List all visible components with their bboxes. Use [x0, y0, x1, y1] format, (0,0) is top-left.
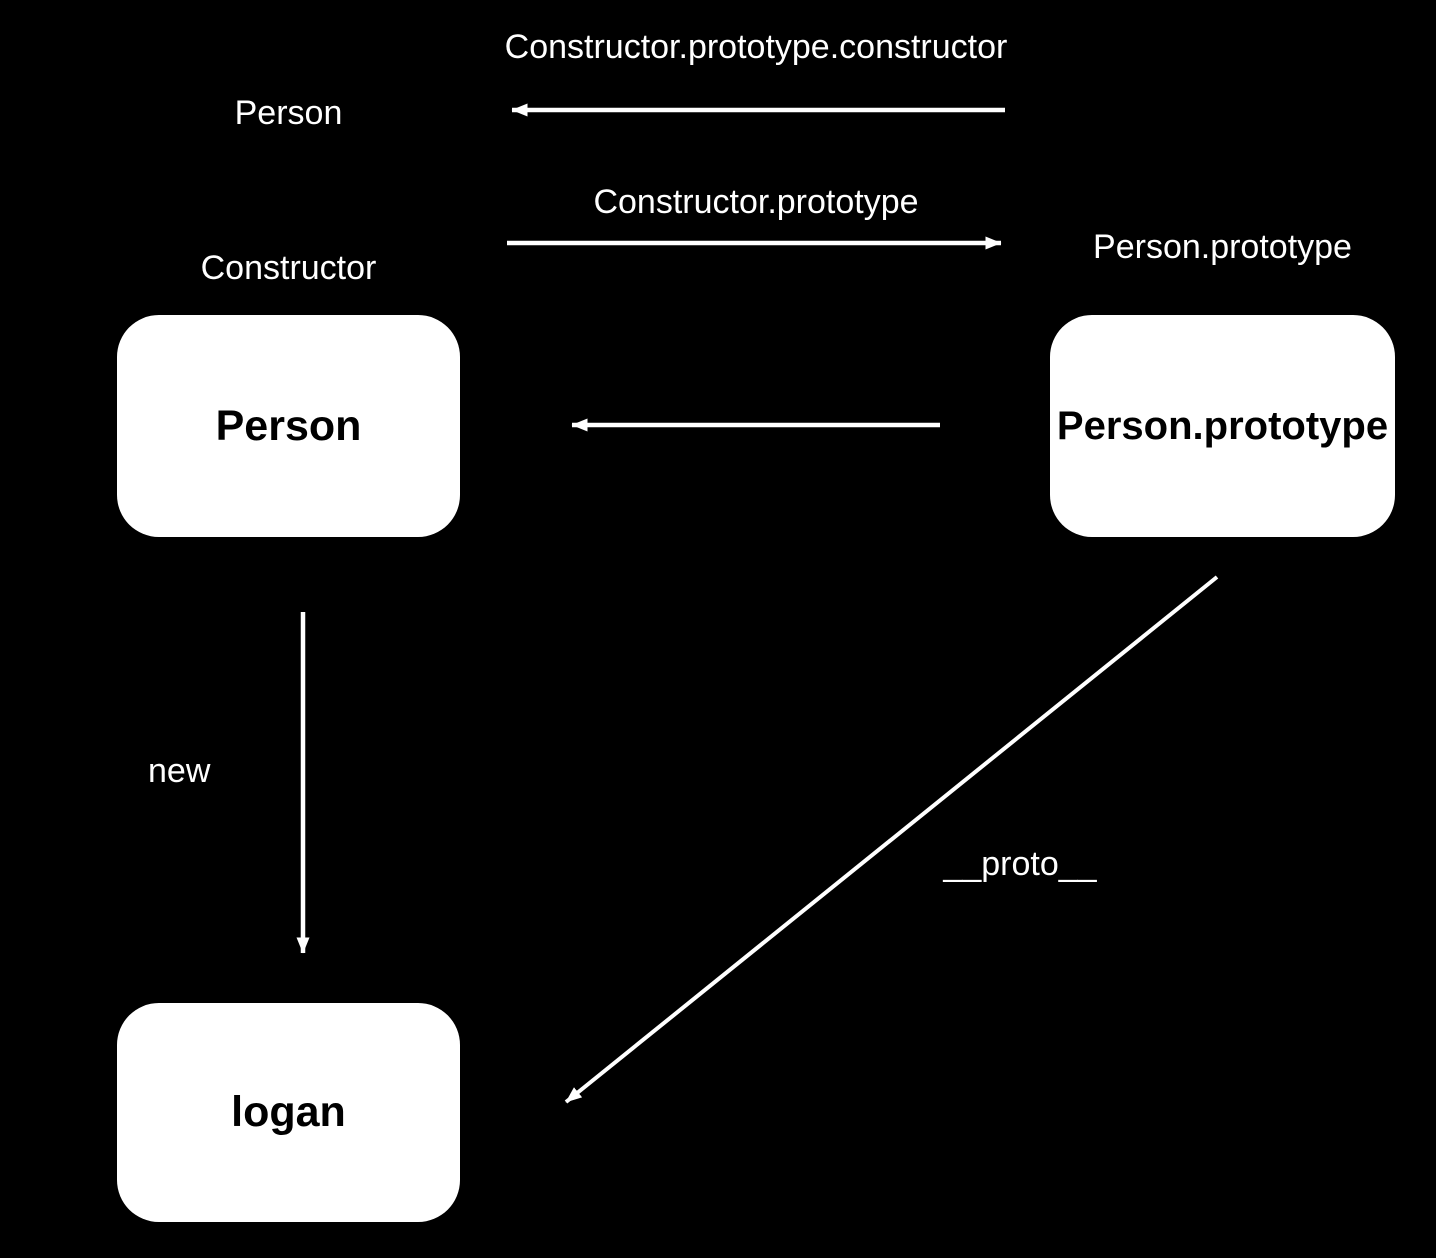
constructor-role-label: Constructor: [200, 249, 377, 287]
constructor-ref-label: Person: [234, 94, 343, 132]
prototype-node: Person.prototype: [1050, 315, 1395, 537]
constructor-node-label: Person: [215, 401, 362, 450]
prototype-arrow-label: Constructor.prototype: [593, 183, 919, 221]
instance-node-label: logan: [231, 1088, 346, 1136]
proto-arrow-label: __proto__: [943, 845, 1097, 883]
prototype-node-label: Person.prototype: [1056, 403, 1389, 448]
proto-link-arrow: [564, 575, 1219, 1104]
constructor-node: Person: [117, 315, 460, 537]
prototype-ref-label: Person.prototype: [1093, 228, 1352, 266]
top-arrow-label: Constructor.prototype.constructor: [504, 28, 1008, 66]
new-arrow-label: new: [148, 752, 211, 790]
instance-node: logan: [117, 1003, 460, 1222]
